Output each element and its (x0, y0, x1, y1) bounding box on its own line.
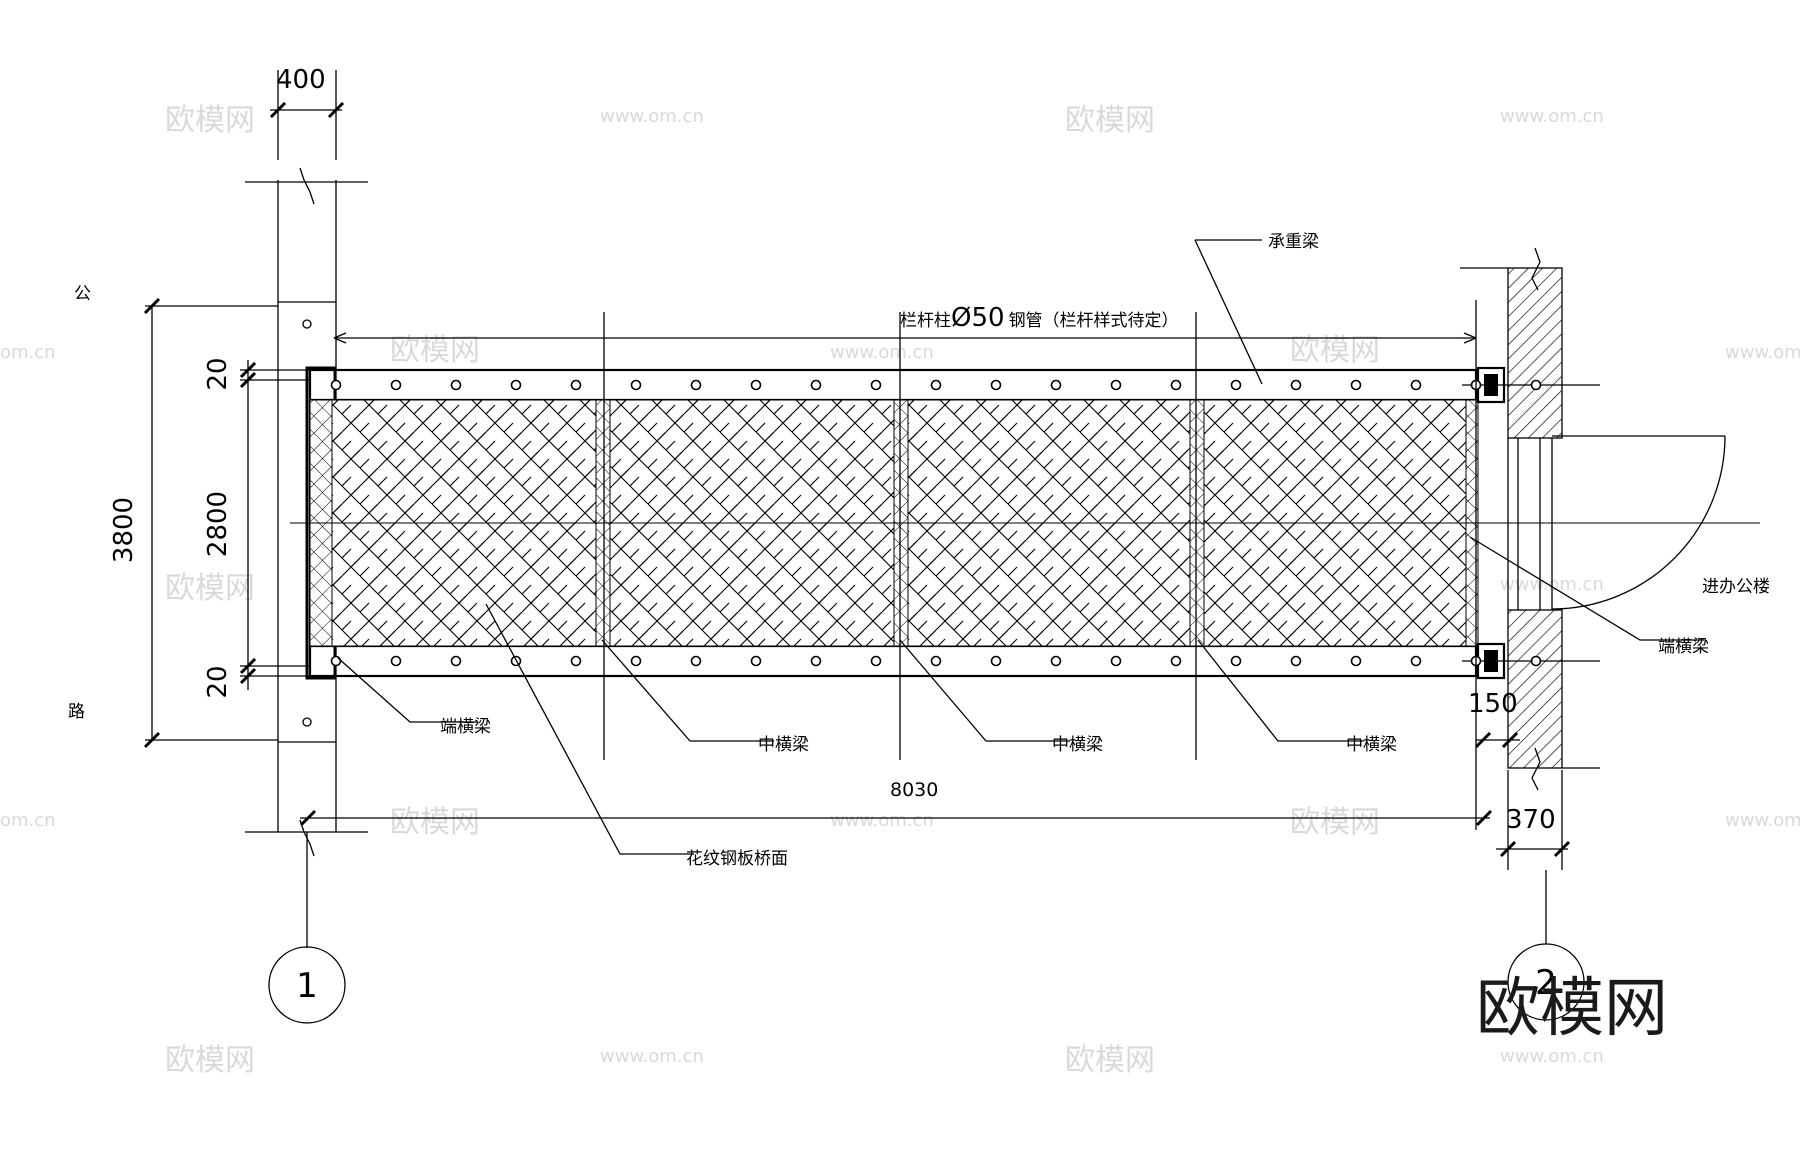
watermark-text: 欧模网 (390, 333, 480, 368)
grid-label-2: 2 (1535, 963, 1557, 1003)
dim-edge-top: 20 (203, 357, 233, 390)
label-railing-suffix: 钢管（栏杆样式待定） (1009, 311, 1179, 331)
railing-post (1530, 379, 1542, 391)
railing-post (990, 379, 1002, 391)
watermark-url: om.cn (0, 342, 56, 363)
label-end-beam-left: 端横梁 (440, 717, 491, 737)
label-railing-prefix: 栏杆柱 (900, 311, 951, 331)
railing-post (1350, 655, 1362, 667)
right-building-wall (1460, 247, 1726, 791)
railing-post (750, 379, 762, 391)
dim-wall: 370 (1506, 805, 1556, 835)
railing-post (870, 379, 882, 391)
railing-post (330, 379, 342, 391)
watermark-text: 欧模网 (390, 805, 480, 840)
railing-post (1410, 655, 1422, 667)
railing-post (690, 379, 702, 391)
dim-span: 8030 (890, 779, 938, 801)
railing-post (810, 379, 822, 391)
watermark-text: 欧模网 (165, 103, 255, 138)
railing-post (690, 655, 702, 667)
watermark-url: www.om.cn (600, 1046, 704, 1067)
railing-posts-bottom (330, 655, 1542, 667)
watermark-url: www.om.cn (1500, 1046, 1604, 1067)
railing-post (1410, 379, 1422, 391)
watermark-url: om.cn (0, 810, 56, 831)
watermark-text: 欧模网 (165, 1043, 255, 1078)
dim-edge-bottom: 20 (203, 665, 233, 698)
watermark-url: www.om.cn (1725, 810, 1800, 831)
grid-axes: 1 2 (268, 832, 1585, 1024)
watermark-text: 欧模网 (1290, 333, 1380, 368)
railing-post (930, 379, 942, 391)
watermark-text: 欧模网 (1065, 103, 1155, 138)
dim-deck-width: 2800 (203, 491, 233, 557)
railing-post (450, 379, 462, 391)
label-mid-beam-2: 中横梁 (1052, 735, 1103, 755)
railing-post (570, 655, 582, 667)
railing-post (810, 655, 822, 667)
railing-post (330, 655, 342, 667)
watermark-text: 欧模网 (165, 571, 255, 606)
dim-total-width: 3800 (109, 497, 139, 563)
watermark-text: 欧模网 (1065, 1043, 1155, 1078)
railing-post (510, 379, 522, 391)
watermark-logo: 欧模网 (1476, 972, 1668, 1046)
railing-post (990, 655, 1002, 667)
railing-post (1230, 655, 1242, 667)
watermark-text: 欧模网 (1290, 805, 1380, 840)
grid-bubble-1 (268, 946, 346, 1024)
railing-post (570, 379, 582, 391)
railing-post (1530, 655, 1542, 667)
label-load-beam: 承重梁 (1268, 232, 1319, 252)
railing-post (750, 655, 762, 667)
label-road-bottom: 路 (68, 702, 85, 722)
label-mid-beam-1: 中横梁 (758, 735, 809, 755)
railing-post (1170, 655, 1182, 667)
label-to-office: 进办公楼 (1702, 577, 1770, 597)
label-mid-beam-3: 中横梁 (1346, 735, 1397, 755)
dimension-lines: 400 3800 20 2800 20 8030 (109, 65, 1571, 870)
watermark-url: www.om.cn (830, 810, 934, 831)
label-railing-dia: Ø50 (951, 303, 1005, 333)
bridge-deck (290, 366, 1760, 680)
railing-post (390, 655, 402, 667)
watermark-url: www.om.cn (600, 106, 704, 127)
railing-post (1350, 379, 1362, 391)
leader-lines (337, 239, 1704, 855)
watermark-url: www.om.cn (1725, 342, 1800, 363)
railing-post (630, 379, 642, 391)
railing-post (1110, 379, 1122, 391)
railing-post (1110, 655, 1122, 667)
label-road-top: 公 (74, 284, 91, 304)
railing-post (390, 379, 402, 391)
railing-post (1230, 379, 1242, 391)
watermark-url: www.om.cn (830, 342, 934, 363)
watermark-url: www.om.cn (1500, 106, 1604, 127)
railing-post (450, 655, 462, 667)
railing-post (1050, 379, 1062, 391)
label-deck: 花纹钢板桥面 (686, 849, 788, 869)
railing-post (1050, 655, 1062, 667)
railing-post (1170, 379, 1182, 391)
dim-right-offset: 150 (1468, 689, 1518, 719)
railing-post (1290, 655, 1302, 667)
railing-post (630, 655, 642, 667)
railing-post (930, 655, 942, 667)
label-end-beam-right: 端横梁 (1658, 637, 1709, 657)
dim-top-width: 400 (276, 65, 326, 95)
grid-bubble-2 (1507, 943, 1585, 1021)
grid-label-1: 1 (296, 966, 318, 1006)
railing-post (870, 655, 882, 667)
railing-post (1290, 379, 1302, 391)
railing-posts-top (330, 379, 1542, 391)
